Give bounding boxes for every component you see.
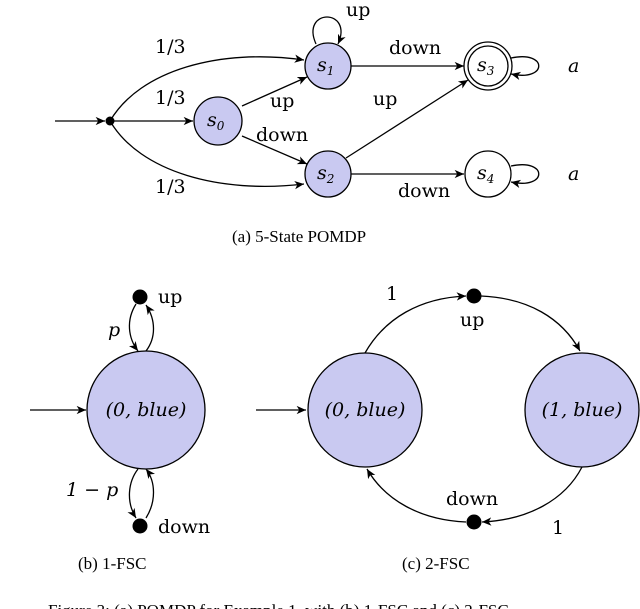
loop-s3 [510,56,540,81]
caption-b: (b) 1-FSC [78,554,146,573]
state-s1 [304,42,352,90]
fsc1-down-label: down [158,516,210,538]
fsc2-down-node [466,514,482,530]
caption-a: (a) 5-State POMDP [232,227,366,246]
edge-init-s2 [109,120,305,190]
s3-label: s3 [477,54,495,78]
fsc2-diagram: (0, blue) (1, blue) up 1 down 1 (c) 2-FS… [256,283,640,573]
fsc2-edge-down-node0 [366,468,467,523]
s2-label: s2 [317,162,334,186]
figure-caption: Figure 3: (a) POMDP for Example 1, with … [48,601,509,609]
loop-s4-label: a [568,163,579,185]
edge-s2-s3 [345,79,469,159]
fsc1-down-node [132,518,148,534]
s0-label: s0 [207,109,225,133]
edge-s2-s3-label: up [373,88,397,110]
prob-top-label: 1/3 [155,36,186,58]
prob-bot-label: 1/3 [155,176,186,198]
fsc1-diagram: (0, blue) up p down 1 − p (b) 1-FSC [30,286,210,573]
edge-s0-s2 [241,135,308,165]
loop-s1 [312,16,346,45]
fsc2-edge-up-node1 [480,295,581,352]
edge-s0-s1 [241,76,308,107]
state-s4 [464,150,512,198]
fsc1-one-minus-p-label: 1 − p [66,479,118,501]
edge-s0-s1-label: up [270,90,294,112]
fsc2-edge-node1-down [481,466,583,526]
fsc1-p-label: p [108,319,120,341]
edge-s1-s3-label: down [389,37,441,59]
loop-s3-label: a [568,55,579,77]
fsc2-node0-label: (0, blue) [325,399,406,421]
fsc2-up-node [466,288,482,304]
fsc2-edge-node0-up [364,292,467,354]
s1-label: s1 [317,54,334,78]
s4-label: s4 [477,162,494,186]
edge-init-s1 [109,54,305,122]
fsc2-node1-label: (1, blue) [542,399,623,421]
loop-s1-label: up [346,0,370,21]
fsc2-prob-top-label: 1 [386,283,398,305]
caption-c: (c) 2-FSC [402,554,470,573]
fsc1-edge-to-up [128,303,139,352]
fsc2-prob-bot-label: 1 [552,517,564,539]
fsc1-up-node [132,289,148,305]
fsc1-edge-from-up [145,304,155,352]
edge-s2-s4-label: down [398,180,450,202]
fsc1-edge-to-down [127,468,139,519]
fsc1-node-label: (0, blue) [106,399,187,421]
state-s2 [304,150,352,198]
pomdp-diagram: s0 s1 s2 s3 s4 1/3 1/3 1/3 up up down do… [55,0,579,246]
prob-mid-label: 1/3 [155,87,186,109]
state-s3 [467,45,509,87]
fsc1-edge-from-down [145,468,156,519]
edge-s0-s2-label: down [256,124,308,146]
fsc2-down-label: down [446,488,498,510]
fsc2-up-label: up [460,309,484,331]
state-s0 [193,96,243,146]
loop-s4 [510,164,540,189]
fsc1-up-label: up [158,286,182,308]
